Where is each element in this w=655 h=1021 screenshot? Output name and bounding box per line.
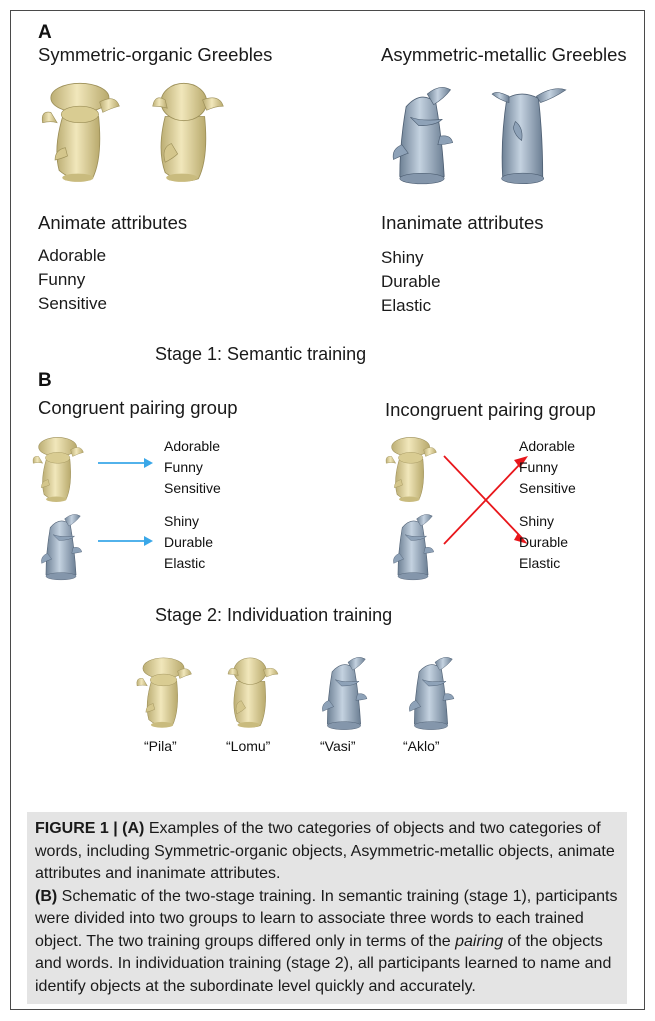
inanimate-attributes-title: Inanimate attributes [381, 212, 544, 233]
panel-b-label: B [38, 370, 52, 391]
list-item: Funny [164, 459, 203, 475]
list-item: Elastic [381, 296, 432, 315]
list-item: Funny [38, 270, 86, 289]
list-item: Durable [519, 534, 569, 550]
greeble-name-label: “Aklo” [403, 738, 440, 754]
list-item: Sensitive [164, 480, 221, 496]
list-item: Adorable [38, 246, 107, 265]
list-item: Durable [381, 272, 441, 291]
caption-label: FIGURE 1 | [35, 820, 118, 837]
asymmetric-metallic-greeble-icon [322, 656, 368, 730]
list-item: Sensitive [519, 480, 576, 496]
congruent-animate-words: Adorable Funny Sensitive [164, 436, 221, 499]
arrow-right-icon [98, 458, 153, 468]
list-item: Sensitive [38, 294, 107, 313]
congruent-group-title: Congruent pairing group [38, 397, 238, 418]
greeble-name-label: “Lomu” [226, 738, 271, 754]
asymmetric-metallic-greeble-icon [491, 88, 567, 185]
stage2-title: Stage 2: Individuation training [155, 605, 393, 625]
list-item: Adorable [164, 438, 221, 454]
symmetric-organic-title: Symmetric-organic Greebles [38, 44, 273, 65]
asymmetric-metallic-greeble-icon [393, 514, 435, 581]
animate-attributes-title: Animate attributes [38, 212, 188, 233]
asymmetric-metallic-greeble-icon [392, 86, 454, 185]
caption-b-text-end: of the objects and words. In individuati… [35, 932, 612, 995]
animate-attributes-list: Adorable Funny Sensitive [38, 244, 107, 316]
caption-a-text: Examples of the two categories of object… [35, 820, 615, 882]
symmetric-organic-greeble-icon [227, 657, 279, 729]
greeble-name-label: “Pila” [144, 738, 177, 754]
incongruent-animate-words: Adorable Funny Sensitive [519, 436, 576, 499]
figure-caption: FIGURE 1 | (A) Examples of the two categ… [27, 812, 627, 1004]
caption-text: FIGURE 1 | (A) Examples of the two categ… [35, 818, 619, 998]
symmetric-organic-greeble-icon [385, 437, 437, 503]
caption-b-marker: (B) [35, 887, 58, 905]
asymmetric-metallic-greeble-icon [409, 656, 455, 730]
caption-b-italic: pairing [455, 932, 504, 950]
caption-b-text: Schematic of the two-stage training. In … [35, 887, 618, 950]
symmetric-organic-greeble-icon [152, 82, 224, 183]
list-item: Shiny [164, 513, 200, 529]
list-item: Durable [164, 534, 214, 550]
list-item: Elastic [164, 555, 206, 571]
symmetric-organic-greeble-icon [41, 82, 120, 183]
list-item: Elastic [519, 555, 561, 571]
panel-a-label: A [38, 22, 52, 43]
list-item: Funny [519, 459, 558, 475]
list-item: Shiny [519, 513, 555, 529]
asymmetric-metallic-title: Asymmetric-metallic Greebles [381, 44, 627, 65]
greeble-name-label: “Vasi” [320, 738, 356, 754]
crossed-arrows-icon [443, 455, 528, 545]
inanimate-attributes-list: Shiny Durable Elastic [381, 246, 441, 318]
incongruent-group-title: Incongruent pairing group [385, 399, 596, 420]
stage1-title: Stage 1: Semantic training [155, 344, 367, 364]
asymmetric-metallic-greeble-icon [41, 514, 83, 581]
congruent-inanimate-words: Shiny Durable Elastic [164, 511, 213, 574]
symmetric-organic-greeble-icon [136, 657, 192, 729]
list-item: Adorable [519, 438, 576, 454]
caption-a-marker: (A) [122, 820, 145, 837]
incongruent-inanimate-words: Shiny Durable Elastic [519, 511, 568, 574]
arrow-right-icon [98, 536, 153, 546]
symmetric-organic-greeble-icon [32, 437, 84, 503]
list-item: Shiny [381, 248, 424, 267]
